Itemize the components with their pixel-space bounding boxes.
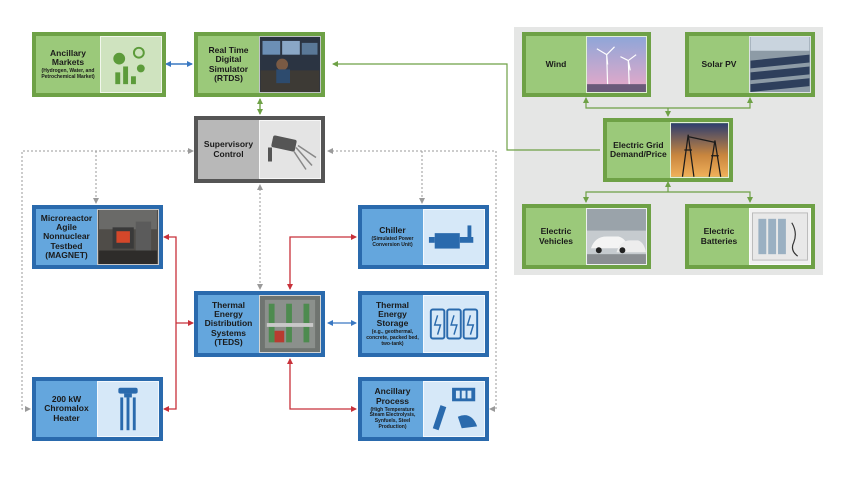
- dotted-supervisory-left: [21, 148, 194, 412]
- teds-node: Thermal Energy Distribution Systems (TED…: [194, 291, 325, 357]
- solar-pv-title: Solar PV: [701, 58, 737, 69]
- electric-vehicles-node: Electric Vehicles: [522, 204, 651, 269]
- chiller-subtitle: (Simulated Power Conversion Unit): [371, 235, 414, 248]
- link-teds-process: [287, 358, 357, 412]
- rtds-title: Real Time Digital Simulator (RTDS): [208, 45, 249, 83]
- electric-vehicles-photo: [586, 208, 647, 265]
- ancillary-process-title: Ancillary Process: [374, 386, 411, 406]
- link-rtds-grid: [332, 61, 600, 151]
- ancillary-markets-node: Ancillary Markets(Hydrogen, Water, and P…: [32, 32, 166, 97]
- market-icon: [100, 36, 162, 93]
- teds-photo: [259, 295, 321, 353]
- electric-grid-photo: [669, 122, 729, 178]
- magnet-title: Microreactor Agile Nonnuclear Testbed (M…: [40, 213, 93, 260]
- ancillary-markets-subtitle: (Hydrogen, Water, and Petrochemical Mark…: [41, 67, 95, 80]
- chiller-unit-icon: [423, 209, 485, 265]
- electric-grid-node: Electric Grid Demand/Price: [603, 118, 733, 182]
- chromalox-heater-title: 200 kW Chromalox Heater: [44, 394, 89, 423]
- rtds-photo: [259, 36, 321, 93]
- hydrogen-fuel-icon: [423, 381, 485, 437]
- cctv-camera-icon: [259, 120, 321, 179]
- ancillary-process-subtitle: (High Temperature Steam Electrolysis, Sy…: [369, 406, 416, 430]
- electric-batteries-node: Electric Batteries: [685, 204, 815, 269]
- electric-batteries-photo: [749, 208, 811, 265]
- thermal-storage-node: Thermal Energy Storage(e.g., geothermal,…: [358, 291, 489, 357]
- wind-photo: [586, 36, 647, 93]
- rtds-node: Real Time Digital Simulator (RTDS): [194, 32, 325, 97]
- electric-vehicles-title: Electric Vehicles: [538, 226, 574, 246]
- link-renewables-bus: [583, 97, 753, 109]
- ancillary-process-node: Ancillary Process(High Temperature Steam…: [358, 377, 489, 441]
- solar-pv-node: Solar PV: [685, 32, 815, 97]
- dotted-supervisory-right: [327, 148, 497, 412]
- electric-grid-title: Electric Grid Demand/Price: [610, 139, 667, 159]
- link-teds-chiller: [287, 234, 357, 290]
- solar-pv-photo: [749, 36, 811, 93]
- teds-title: Thermal Energy Distribution Systems (TED…: [204, 300, 253, 347]
- chiller-node: Chiller(Simulated Power Conversion Unit): [358, 205, 489, 269]
- link-storage-bus: [583, 191, 753, 203]
- wind-node: Wind: [522, 32, 651, 97]
- magnet-node: Microreactor Agile Nonnuclear Testbed (M…: [32, 205, 163, 269]
- magnet-photo: [97, 209, 159, 265]
- wind-title: Wind: [545, 58, 567, 69]
- thermal-storage-subtitle: (e.g., geothermal, concrete, packed bed,…: [366, 329, 419, 347]
- electric-batteries-title: Electric Batteries: [700, 226, 738, 246]
- supervisory-control-title: Supervisory Control: [203, 139, 254, 159]
- heater-element-icon: [97, 381, 159, 437]
- link-magnet-heater: [163, 234, 177, 412]
- ancillary-markets-title: Ancillary Markets: [50, 47, 86, 67]
- chiller-title: Chiller: [379, 224, 406, 235]
- supervisory-control-node: Supervisory Control: [194, 116, 325, 183]
- storage-tanks-icon: [423, 295, 485, 353]
- chromalox-heater-node: 200 kW Chromalox Heater: [32, 377, 163, 441]
- thermal-storage-title: Thermal Energy Storage: [375, 299, 410, 328]
